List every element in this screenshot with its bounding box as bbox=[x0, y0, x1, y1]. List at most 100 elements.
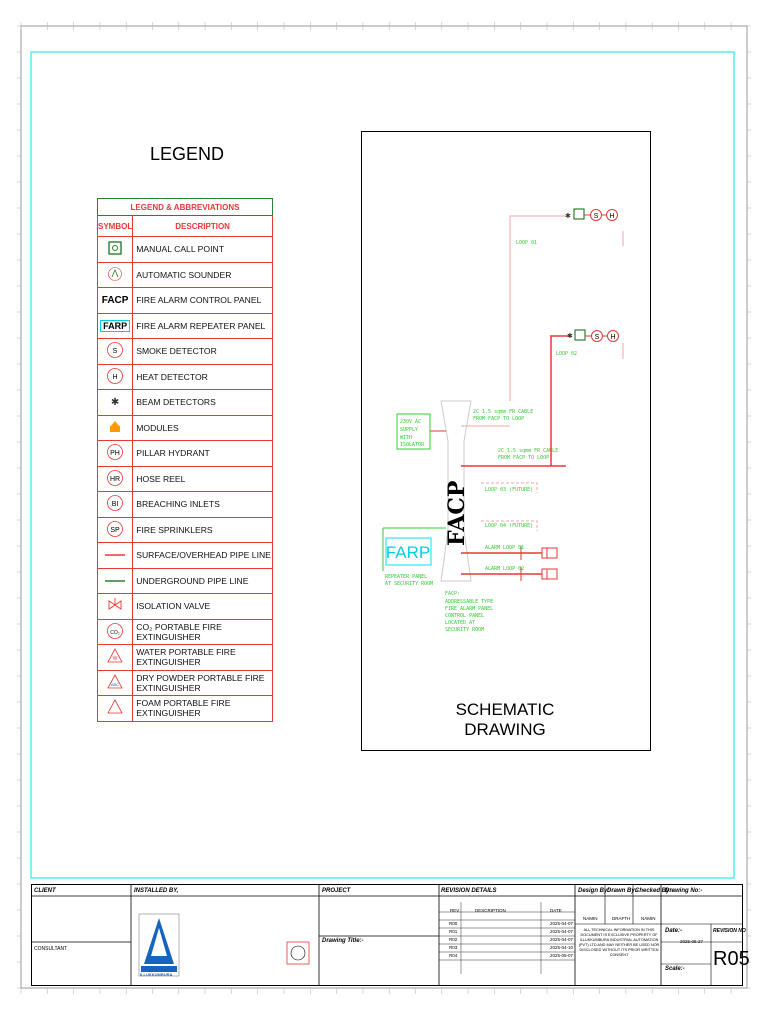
heat-label-1: H bbox=[609, 213, 614, 220]
legend-description: FIRE SPRINKLERS bbox=[132, 516, 273, 543]
heat-label-2: H bbox=[610, 334, 615, 341]
legend-symbol bbox=[96, 695, 134, 722]
legend-description: MODULES bbox=[132, 414, 273, 441]
loop-2-line bbox=[550, 335, 571, 431]
client-label: CLIENT bbox=[34, 888, 56, 894]
revision-no-label: REVISION NO bbox=[713, 928, 746, 934]
svg-text:FIRE ALARM PANEL: FIRE ALARM PANEL bbox=[445, 606, 493, 612]
revision-code: R04 bbox=[449, 953, 458, 958]
installed-by-label: INSTALLED BY, bbox=[134, 888, 179, 894]
svg-text:2C 1.5 sqmm FR CABLE: 2C 1.5 sqmm FR CABLE bbox=[473, 409, 533, 415]
svg-text:✱: ✱ bbox=[565, 212, 571, 220]
title-block bbox=[31, 884, 743, 986]
copyright-notice: ALL TECHNICAL INFORMATION IN THIS DOCUME… bbox=[578, 928, 660, 957]
consultant-label: CONSULTANT bbox=[34, 946, 68, 952]
drawing-no-label: Drawing No:- bbox=[665, 888, 703, 894]
revision-details-label: REVISION DETAILS bbox=[441, 888, 497, 894]
svg-text:H: H bbox=[113, 374, 118, 381]
svg-text:BI: BI bbox=[112, 501, 119, 508]
certification-stamp bbox=[286, 941, 310, 965]
checked-by-label: Checked By:- bbox=[635, 888, 674, 894]
svg-text:ABC: ABC bbox=[111, 682, 119, 687]
svg-text:LOOP 03 (FUTURE): LOOP 03 (FUTURE) bbox=[485, 487, 533, 493]
legend-symbol bbox=[96, 261, 134, 288]
legend-description: ISOLATION VALVE bbox=[132, 593, 273, 620]
legend-description: WATER PORTABLE FIRE EXTINGUISHER bbox=[132, 644, 273, 671]
legend-symbol: CO₂ bbox=[96, 618, 134, 645]
legend-description: SURFACE/OVERHEAD PIPE LINE bbox=[132, 542, 273, 569]
farp-box bbox=[385, 537, 432, 566]
legend-row: AUTOMATIC SOUNDER bbox=[96, 261, 273, 288]
svg-text:S: S bbox=[113, 348, 118, 355]
svg-text:SP: SP bbox=[110, 527, 120, 534]
legend-description: BEAM DETECTORS bbox=[132, 389, 273, 416]
designer-name: NAMIN bbox=[583, 916, 598, 921]
rev-column-header: REV bbox=[450, 908, 460, 913]
svg-text:LOOP 04 (FUTURE): LOOP 04 (FUTURE) bbox=[485, 523, 533, 529]
svg-text:W: W bbox=[113, 656, 118, 662]
legend-symbol: ✱ bbox=[96, 389, 134, 416]
drawn-by-label: Drawn By:- bbox=[607, 888, 639, 894]
manual-call-point-1 bbox=[573, 208, 585, 220]
description-column-header: DESCRIPTION bbox=[132, 215, 273, 237]
farp-label: FARP bbox=[386, 543, 430, 562]
svg-text:✱: ✱ bbox=[567, 332, 573, 340]
schematic-title: SCHEMATIC DRAWING bbox=[455, 700, 555, 739]
logo-text: ILLUKKUMBURA bbox=[140, 972, 173, 977]
legend-description: FIRE ALARM REPEATER PANEL bbox=[132, 312, 273, 339]
legend-symbol: BI bbox=[96, 491, 134, 518]
svg-text:SUPPLY: SUPPLY bbox=[400, 427, 418, 433]
legend-row: FOAM PORTABLE FIRE EXTINGUISHER bbox=[96, 695, 273, 722]
revision-date: 2025-04-07 bbox=[550, 921, 574, 926]
design-by-label: Design By:- bbox=[578, 888, 612, 894]
svg-text:WITH: WITH bbox=[400, 435, 412, 441]
legend-table: LEGEND & ABBREVIATIONS SYMBOL DESCRIPTIO… bbox=[96, 198, 273, 722]
legend-description: AUTOMATIC SOUNDER bbox=[132, 261, 273, 288]
legend-symbol bbox=[96, 542, 134, 569]
revision-code: R03 bbox=[449, 945, 458, 950]
svg-text:LOOP 02: LOOP 02 bbox=[556, 351, 577, 357]
drawer-name: DRAFTH bbox=[612, 916, 631, 921]
svg-text:FROM FACP TO LOOP: FROM FACP TO LOOP bbox=[498, 455, 549, 461]
manual-call-point-2 bbox=[574, 329, 586, 341]
svg-text:HR: HR bbox=[110, 476, 120, 483]
facp-panel bbox=[440, 400, 472, 582]
legend-symbol: H bbox=[96, 363, 134, 390]
svg-text:ALARM LOOP 02: ALARM LOOP 02 bbox=[485, 566, 524, 572]
revision-date: 2025-05-07 bbox=[550, 953, 574, 958]
svg-text:CONTROL PANEL: CONTROL PANEL bbox=[445, 613, 484, 619]
legend-row: UNDERGROUND PIPE LINE bbox=[96, 567, 273, 594]
legend-symbol: ABC bbox=[96, 669, 134, 696]
legend-description: PILLAR HYDRANT bbox=[132, 440, 273, 467]
svg-text:CO₂: CO₂ bbox=[110, 630, 120, 636]
svg-text:SECURITY ROOM: SECURITY ROOM bbox=[445, 627, 484, 633]
svg-text:ALARM LOOP 01: ALARM LOOP 01 bbox=[485, 545, 524, 551]
svg-text:FACP:: FACP: bbox=[445, 591, 460, 597]
legend-symbol: S bbox=[96, 338, 134, 365]
device-row-1: ✱ S H bbox=[565, 208, 618, 221]
revision-code: R02 bbox=[449, 937, 458, 942]
svg-text:LOCATED AT: LOCATED AT bbox=[445, 620, 475, 626]
legend-symbol: PH bbox=[96, 440, 134, 467]
legend-symbol: FARP bbox=[96, 312, 134, 339]
legend-symbol bbox=[96, 567, 134, 594]
svg-text:ADDRESSABLE TYPE: ADDRESSABLE TYPE bbox=[445, 599, 493, 605]
svg-text:230V AC: 230V AC bbox=[400, 419, 421, 425]
date-label: Date:- bbox=[665, 928, 683, 934]
legend-symbol bbox=[96, 236, 134, 263]
drawing-date: 2025-05-27 bbox=[680, 939, 704, 944]
legend-title: LEGEND bbox=[150, 144, 225, 164]
legend-description: CO₂ PORTABLE FIRE EXTINGUISHER bbox=[132, 618, 273, 645]
legend-row: W WATER PORTABLE FIRE EXTINGUISHER bbox=[96, 644, 273, 671]
legend-symbol: FACP bbox=[96, 287, 134, 314]
legend-symbol bbox=[96, 414, 134, 441]
legend-row: CO₂ CO₂ PORTABLE FIRE EXTINGUISHER bbox=[96, 618, 273, 645]
project-label: PROJECT bbox=[322, 888, 351, 894]
company-logo bbox=[138, 913, 180, 977]
legend-symbol: SP bbox=[96, 516, 134, 543]
